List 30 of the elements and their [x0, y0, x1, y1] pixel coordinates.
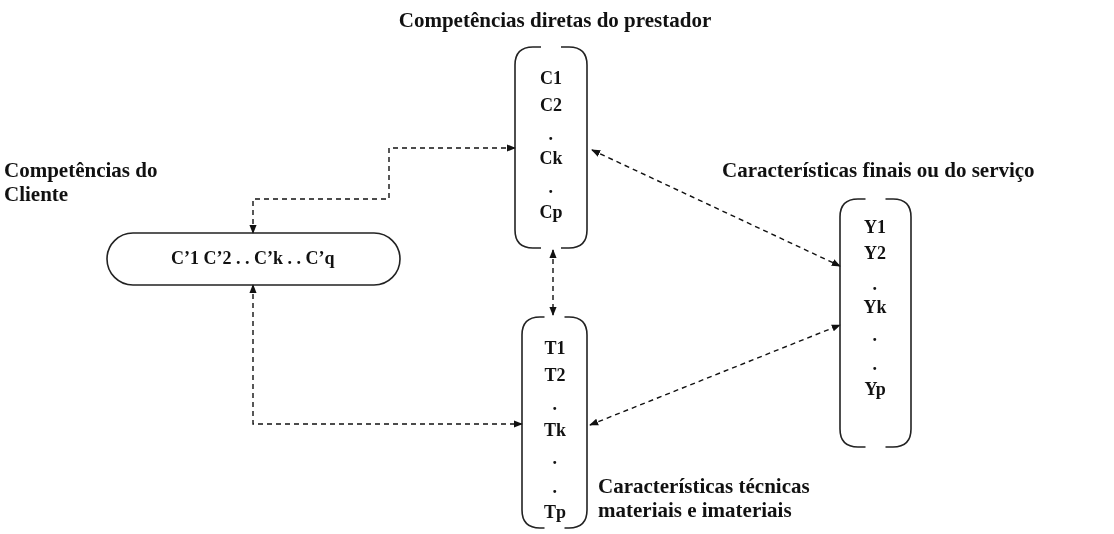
dashed-arrow — [249, 284, 523, 428]
item-label: Cp — [539, 202, 563, 222]
item-label: . — [552, 448, 557, 468]
dashed-arrow — [591, 149, 841, 267]
item-label: C2 — [540, 95, 562, 115]
item-label: Y1 — [864, 217, 886, 237]
item-label: . — [872, 274, 877, 294]
item-label: T2 — [544, 365, 566, 385]
item-label: T1 — [544, 338, 566, 358]
dashed-arrow — [589, 324, 841, 426]
heading: Competências diretas do prestador — [397, 8, 713, 32]
item-label: Tp — [544, 502, 567, 522]
dashed-arrow — [249, 144, 516, 234]
item-label: . — [548, 177, 553, 197]
dashed-arrow — [549, 249, 557, 316]
item-label: Tk — [544, 420, 567, 440]
item-label: Yk — [863, 297, 887, 317]
heading: Características finais ou do serviço — [722, 158, 1036, 182]
item-list: C’1 C’2 . . C’k . . C’q — [171, 248, 335, 268]
heading: Competências do Cliente — [4, 158, 159, 206]
item-label: . — [552, 394, 557, 414]
heading: Características técnicas materiais e imateriais — [598, 474, 811, 522]
item-label: . — [872, 354, 877, 374]
item-label: Yp — [864, 379, 886, 399]
item-label: C1 — [540, 68, 562, 88]
item-label: . — [552, 477, 557, 497]
item-label: Ck — [539, 148, 563, 168]
item-label: . — [548, 124, 553, 144]
item-label: . — [872, 325, 877, 345]
item-label: Y2 — [864, 243, 886, 263]
